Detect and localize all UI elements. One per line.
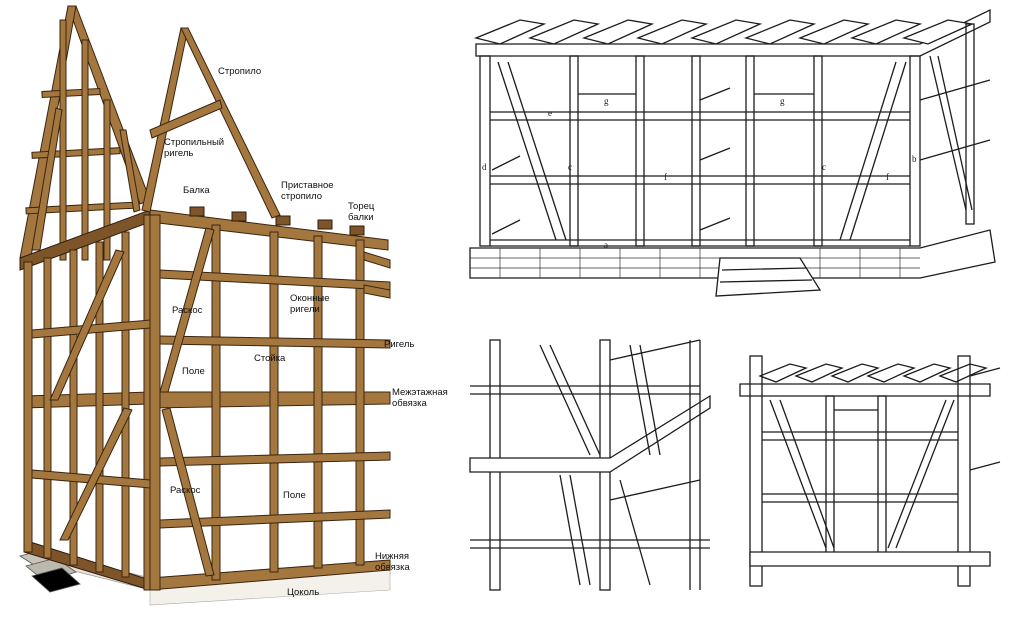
label-rigel: Ригель [384,339,415,350]
label-pole-bottom: Поле [283,490,306,501]
mark-e-1: e [548,108,552,118]
mark-a-1: a [604,240,608,250]
mark-b-1: b [912,154,917,164]
mark-g-2: g [780,96,785,106]
label-pole-top: Поле [182,366,205,377]
mark-f-2: f [886,172,889,182]
mark-g-1: g [604,96,609,106]
frame-elevation-drawing: g g e f f c c b d a [469,8,996,297]
label-stropilo: Стропило [218,66,262,77]
mark-f-1: f [664,172,667,182]
frame-entrance-stairs [715,257,822,297]
label-raskos-top: Раскос [172,305,203,316]
label-stropilny-rigel: Стропильный ригель [164,137,225,159]
label-mezhetazhnaya-obvyazka: Межэтажная обвязка [392,387,448,409]
stone-foundation [469,229,996,279]
label-pristavnoe-stropilo: Приставное стропило [281,180,334,202]
ceiling-joists [473,19,975,45]
label-raskos-bottom: Раскос [170,485,201,496]
corner-joint-detail [469,339,711,591]
detail-joist-ends [758,363,988,383]
mark-c-1: c [568,162,572,172]
label-stoyka: Стойка [254,353,286,364]
label-balka: Балка [183,185,210,196]
label-okonnye-rigeli: Оконные ригели [290,293,330,315]
mark-c-2: c [822,162,826,172]
label-torets-balki: Торец балки [348,201,375,223]
label-tsokol: Цоколь [287,587,320,598]
rafter-pair [141,27,281,219]
side-frame-detail [739,355,1001,587]
side-wall-left [19,209,154,591]
front-wall [149,206,391,591]
mark-d-1: d [482,162,487,172]
half-timbered-house-illustration [19,5,391,606]
label-nizhnyaya-obvyazka: Нижняя обвязка [375,551,410,573]
